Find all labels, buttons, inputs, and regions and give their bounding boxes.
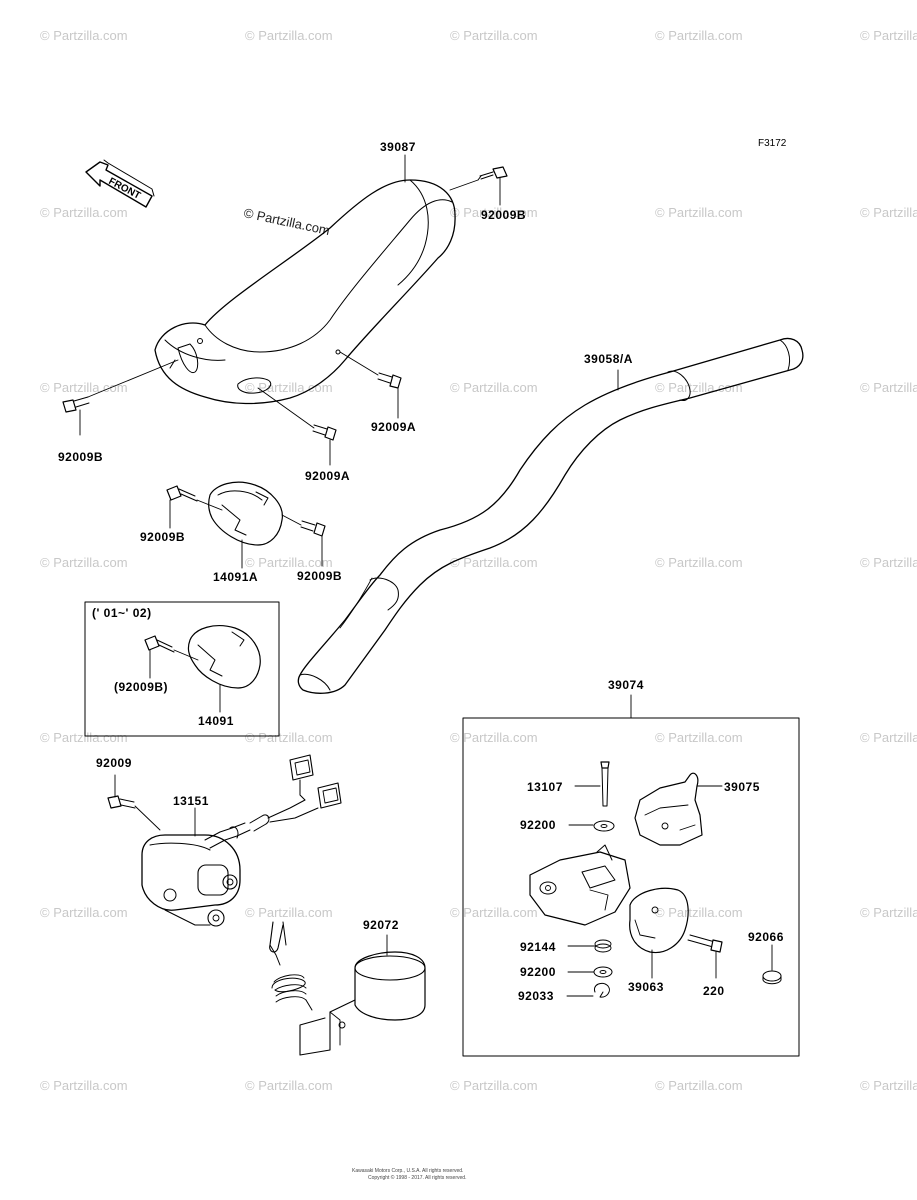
- watermark: © Partzilla.com: [860, 555, 917, 570]
- watermark: © Partzilla.com: [450, 905, 538, 920]
- part-label-92009A: 92009A: [371, 420, 417, 434]
- part-label-92009B: 92009B: [481, 208, 527, 222]
- bracket: [634, 772, 703, 846]
- pin: [600, 761, 610, 807]
- watermark: © Partzilla.com: [655, 1078, 743, 1093]
- handlebar: [297, 337, 804, 694]
- throttle-assembly-box: [462, 717, 800, 1057]
- watermark: © Partzilla.com: [655, 205, 743, 220]
- screw-icon: [377, 372, 402, 389]
- year-range-label: (' 01~' 02): [92, 606, 152, 620]
- watermark: © Partzilla.com: [655, 905, 743, 920]
- part-label-220: 220: [703, 984, 725, 998]
- part-label-92144: 92144: [520, 940, 556, 954]
- figure-id: F3172: [758, 138, 787, 149]
- part-label-39058-A: 39058/A: [584, 352, 633, 366]
- watermark: © Partzilla.com: [245, 555, 333, 570]
- part-label-39075: 39075: [724, 780, 760, 794]
- part-label-92009A: 92009A: [305, 469, 351, 483]
- part-label-92009B: 92009B: [140, 530, 186, 544]
- spring: [594, 939, 612, 953]
- part-label-92009B-paren: (92009B): [114, 680, 169, 694]
- lever-cover: [629, 887, 689, 954]
- part-label-92009: 92009: [96, 756, 132, 770]
- watermark: © Partzilla.com: [40, 905, 128, 920]
- front-arrow-icon: FRONT: [85, 159, 155, 208]
- watermark: © Partzilla.com: [860, 205, 917, 220]
- watermark: © Partzilla.com: [40, 28, 128, 43]
- part-label-13151: 13151: [173, 794, 209, 808]
- watermark: © Partzilla.com: [450, 730, 538, 745]
- lever-block: [529, 844, 631, 926]
- washer: [593, 966, 613, 978]
- watermark: © Partzilla.com: [655, 730, 743, 745]
- inset-box: [84, 601, 280, 737]
- part-label-92033: 92033: [518, 989, 554, 1003]
- washer: [593, 820, 615, 832]
- part-label-92066: 92066: [748, 930, 784, 944]
- part-label-92200: 92200: [520, 818, 556, 832]
- part-label-14091A: 14091A: [213, 570, 259, 584]
- stop-switch: [141, 754, 342, 927]
- screw-icon: [477, 166, 508, 181]
- watermark: © Partzilla.com: [40, 380, 128, 395]
- screw-icon: [300, 520, 326, 537]
- screw-icon: [687, 934, 723, 953]
- screw-icon: [144, 635, 175, 653]
- switch-housing: [187, 625, 261, 689]
- screw-icon: [107, 795, 136, 809]
- switch-housing: [208, 481, 283, 546]
- cap: [762, 970, 782, 985]
- part-label-39087: 39087: [380, 140, 416, 154]
- part-label-14091: 14091: [198, 714, 234, 728]
- watermark: © Partzilla.com: [450, 28, 538, 43]
- watermark: © Partzilla.com: [245, 1078, 333, 1093]
- watermark: © Partzilla.com: [450, 555, 538, 570]
- screw-icon: [312, 424, 337, 441]
- screw-icon: [62, 396, 90, 413]
- part-label-39074: 39074: [608, 678, 644, 692]
- copyright-line: Copyright © 1998 - 2017. All rights rese…: [368, 1175, 467, 1181]
- watermark: © Partzilla.com: [860, 905, 917, 920]
- watermark: © Partzilla.com: [860, 28, 917, 43]
- watermark: © Partzilla.com: [245, 730, 333, 745]
- watermark: © Partzilla.com: [655, 380, 743, 395]
- handlebar-cover: [154, 179, 456, 405]
- watermark: © Partzilla.com: [655, 555, 743, 570]
- watermark: © Partzilla.com: [40, 205, 128, 220]
- watermark: © Partzilla.com: [450, 205, 538, 220]
- watermark: © Partzilla.com: [450, 1078, 538, 1093]
- screw-icon: [166, 485, 198, 502]
- watermark: © Partzilla.com: [860, 730, 917, 745]
- watermark: © Partzilla.com: [245, 380, 333, 395]
- part-label-13107: 13107: [527, 780, 563, 794]
- part-label-92009B: 92009B: [297, 569, 343, 583]
- watermark: © Partzilla.com: [245, 28, 333, 43]
- part-label-92072: 92072: [363, 918, 399, 932]
- watermark: © Partzilla.com: [40, 555, 128, 570]
- lanyard-clip: [269, 921, 313, 1011]
- watermark: © Partzilla.com: [40, 730, 128, 745]
- part-label-92009B: 92009B: [58, 450, 104, 464]
- copyright-line: Kawasaki Motors Corp., U.S.A. All rights…: [352, 1168, 464, 1174]
- watermark: © Partzilla.com: [40, 1078, 128, 1093]
- watermark: © Partzilla.com: [655, 28, 743, 43]
- part-label-92200: 92200: [520, 965, 556, 979]
- e-clip: [593, 982, 610, 998]
- part-label-39063: 39063: [628, 980, 664, 994]
- watermark: © Partzilla.com: [245, 905, 333, 920]
- watermark: © Partzilla.com: [450, 380, 538, 395]
- clamp-band: [299, 951, 426, 1056]
- watermark: © Partzilla.com: [860, 1078, 917, 1093]
- watermark: © Partzilla.com: [860, 380, 917, 395]
